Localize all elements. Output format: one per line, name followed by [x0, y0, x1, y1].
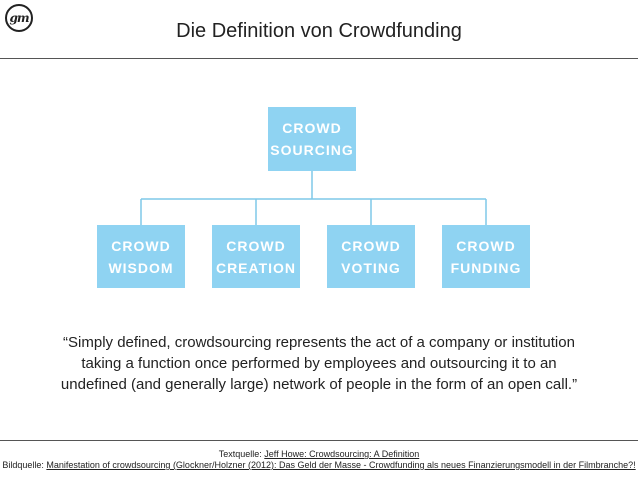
- node-line-2: CREATION: [215, 259, 297, 276]
- quote-line-2: taking a function once performed by empl…: [81, 355, 557, 372]
- node-line-2: VOTING: [341, 259, 401, 276]
- node-crowd-creation: CROWD CREATION: [212, 225, 300, 288]
- node-line-1: CROWD: [282, 120, 342, 136]
- gm-logo: gm: [5, 4, 33, 32]
- node-line-2: FUNDING: [450, 259, 522, 276]
- logo-text: gm: [9, 11, 29, 25]
- quote-line-1: “Simply defined, crowdsourcing represent…: [63, 334, 575, 351]
- definition-quote: “Simply defined, crowdsourcing represent…: [30, 332, 608, 395]
- node-crowd-sourcing: CROWD SOURCING: [268, 107, 356, 171]
- node-line-1: CROWD: [226, 237, 286, 254]
- quote-line-3: undefined (and generally large) network …: [60, 376, 578, 393]
- top-divider: [0, 58, 638, 59]
- node-line-1: CROWD: [456, 237, 516, 254]
- node-line-2: WISDOM: [108, 259, 174, 276]
- node-crowd-voting: CROWD VOTING: [327, 225, 415, 288]
- text-source-label: Textquelle:: [218, 449, 265, 459]
- node-line-2: SOURCING: [270, 142, 354, 158]
- image-source-link[interactable]: Manifestation of crowdsourcing (Glockner…: [46, 460, 636, 470]
- text-source-link[interactable]: Jeff Howe: Crowdsourcing: A Definition: [264, 449, 420, 459]
- page-title: Die Definition von Crowdfunding: [176, 20, 462, 42]
- text-source-line: Textquelle: Jeff Howe: Crowdsourcing: A …: [0, 449, 638, 460]
- image-source-label: Bildquelle:: [2, 460, 47, 470]
- source-credits: Textquelle: Jeff Howe: Crowdsourcing: A …: [0, 449, 638, 471]
- node-line-1: CROWD: [111, 237, 171, 254]
- bottom-divider: [0, 440, 638, 441]
- node-crowd-wisdom: CROWD WISDOM: [97, 225, 185, 288]
- node-line-1: CROWD: [341, 237, 401, 254]
- image-source-line: Bildquelle: Manifestation of crowdsourci…: [0, 460, 638, 471]
- node-crowd-funding: CROWD FUNDING: [442, 225, 530, 288]
